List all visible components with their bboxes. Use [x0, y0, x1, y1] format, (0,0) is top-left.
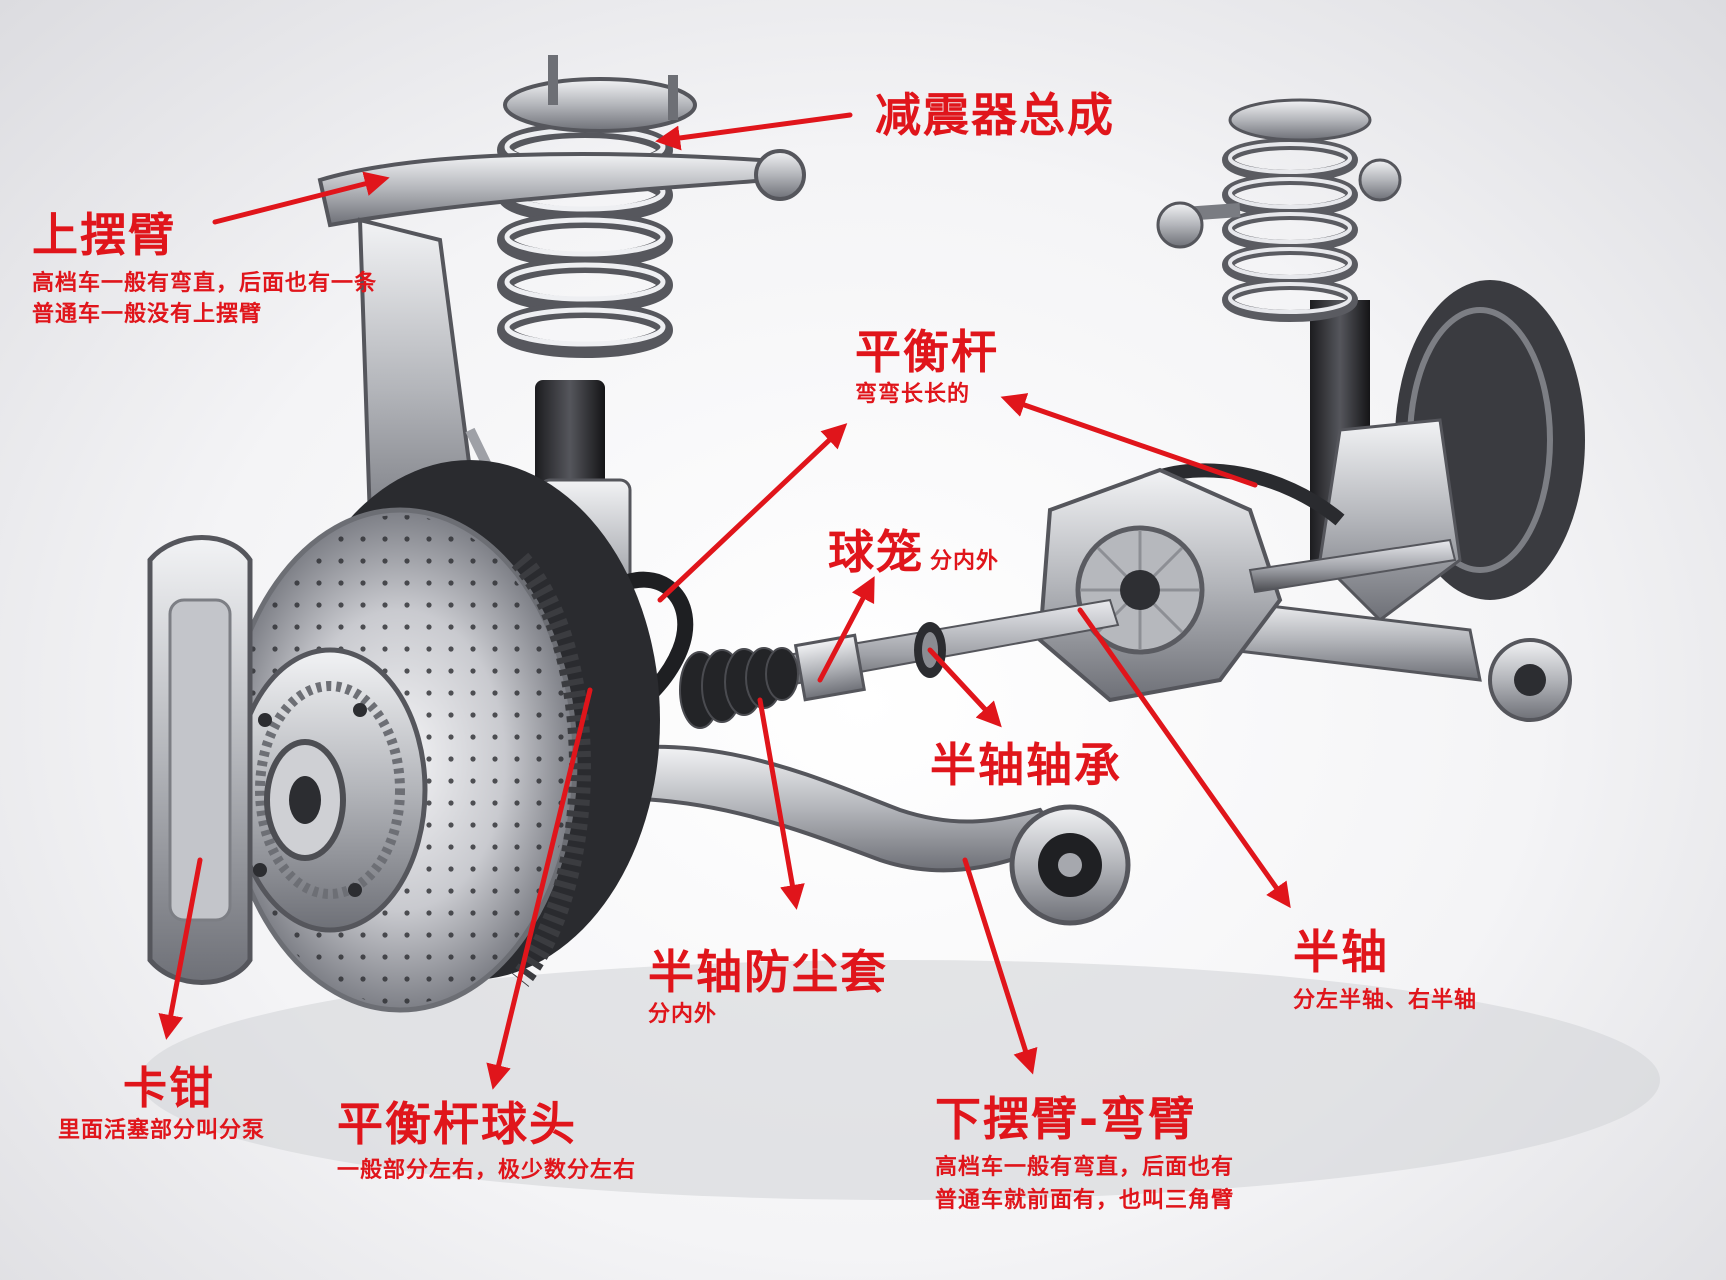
half-shaft-note: 分左半轴、右半轴 [1293, 988, 1478, 1014]
label-axle-bearing: 半轴轴承 [930, 738, 1122, 793]
shock-absorber-title: 减震器总成 [875, 88, 1115, 142]
cv-joint-note: 分内外 [930, 549, 1000, 574]
label-shock-absorber: 减震器总成 [875, 88, 1115, 143]
caliper-title: 卡钳 [123, 1063, 215, 1114]
label-lower-arm: 下摆臂-弯臂 高档车一般有弯直，后面也有 普通车就前面有，也叫三角臂 [935, 1092, 1234, 1214]
arrow-stabilizer-link [486, 687, 593, 1090]
floor-shadow [140, 960, 1660, 1200]
label-upper-arm: 上摆臂 高档车一般有弯直，后面也有一条 普通车一般没有上摆臂 [32, 208, 377, 328]
caliper-note: 里面活塞部分叫分泵 [58, 1117, 266, 1143]
arrow-stabilizer-bar-left [657, 423, 848, 603]
label-stabilizer-link: 平衡杆球头 一般部分左右，极少数分左右 [337, 1097, 636, 1185]
upper-arm-title: 上摆臂 [32, 208, 176, 262]
front-brake-assembly [147, 460, 660, 1013]
arrow-caliper [158, 857, 203, 1040]
lower-arm-note-2: 普通车就前面有，也叫三角臂 [935, 1187, 1235, 1213]
upper-arm-note-2: 普通车一般没有上摆臂 [32, 301, 263, 327]
arrow-lower-arm [962, 857, 1038, 1075]
cv-joint-title: 球笼 [828, 525, 924, 579]
lower-control-arm [557, 744, 1131, 926]
arrow-shock-absorber [655, 112, 853, 151]
right-strut-assembly [1147, 98, 1585, 722]
label-caliper: 卡钳 里面活塞部分叫分泵 [58, 1063, 265, 1144]
arrow-half-shaft [1077, 607, 1291, 909]
label-axle-boot: 半轴防尘套 分内外 [648, 945, 888, 1029]
arrow-stabilizer-bar-right [1000, 393, 1258, 488]
upper-arm-note-1: 高档车一般有弯直，后面也有一条 [32, 271, 378, 297]
annotation-arrows [158, 112, 1291, 1090]
arrow-axle-bearing [927, 647, 1002, 728]
half-shaft-title: 半轴 [1293, 925, 1389, 979]
differential-housing [1037, 467, 1283, 703]
lower-arm-title: 下摆臂-弯臂 [935, 1092, 1197, 1146]
arrow-upper-arm [212, 171, 390, 225]
axle-bearing-title: 半轴轴承 [930, 738, 1122, 792]
stabilizer-link-note: 一般部分左右，极少数分左右 [337, 1158, 637, 1184]
axle-boot-title: 半轴防尘套 [648, 945, 888, 999]
label-cv-joint: 球笼 分内外 [828, 525, 999, 580]
half-shaft [679, 538, 1457, 729]
axle-boot-note: 分内外 [648, 1002, 718, 1028]
label-half-shaft: 半轴 分左半轴、右半轴 [1293, 925, 1477, 1015]
cv-boot [679, 647, 799, 729]
stabilizer-bar-note: 弯弯长长的 [855, 382, 971, 408]
arrow-axle-boot [757, 697, 805, 910]
stabilizer-bar-title: 平衡杆 [855, 325, 999, 379]
lower-arm-note-1: 高档车一般有弯直，后面也有 [935, 1155, 1235, 1181]
label-stabilizer-bar: 平衡杆 弯弯长长的 [855, 325, 999, 409]
stabilizer-link-title: 平衡杆球头 [337, 1097, 577, 1151]
arrow-cv-joint [817, 576, 875, 683]
right-coil-highlight [1228, 142, 1352, 314]
